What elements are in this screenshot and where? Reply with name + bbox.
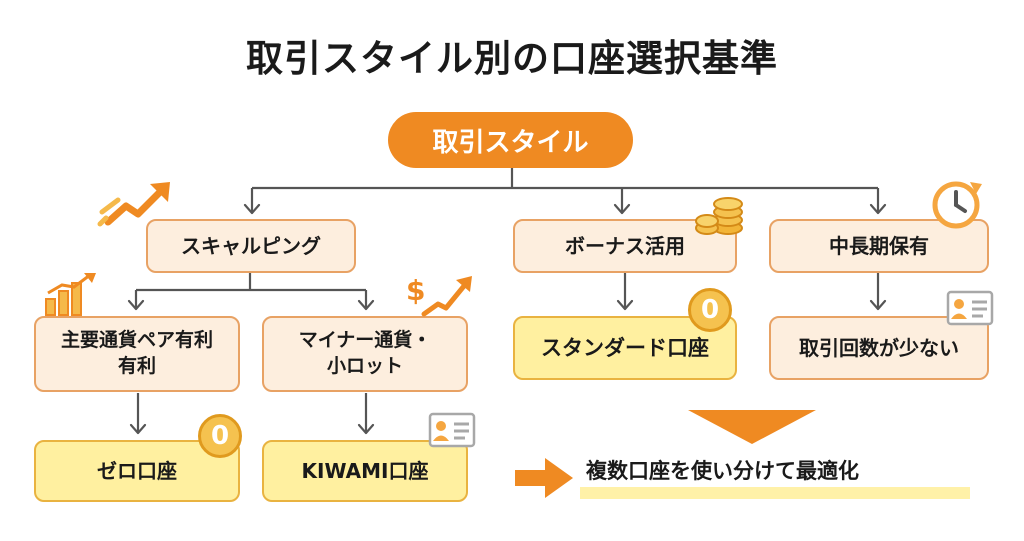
dollar-sign-glyph: $ [406, 274, 426, 307]
node-scalping: スキャルピング [146, 219, 356, 273]
down-triangle-icon [688, 410, 816, 444]
coin-icon: 0 [198, 414, 242, 458]
major-pairs-line2: 有利 [117, 355, 156, 377]
right-arrow-icon [515, 458, 573, 498]
node-few-trades: 取引回数が少ない [769, 316, 989, 380]
node-major-pairs: 主要通貨ペア有利 有利 [34, 316, 240, 392]
coin-icon: 0 [688, 288, 732, 332]
page-title: 取引スタイル別の口座選択基準 [246, 37, 778, 80]
clock-icon [932, 181, 982, 229]
dollar-arrow-icon: $ [404, 272, 474, 318]
bar-chart-icon [45, 273, 96, 316]
node-minor-pairs: マイナー通貨・ 小ロット [262, 316, 468, 392]
major-pairs-line1: 主要通貨ペア有利 [60, 329, 213, 352]
minor-pairs-line1: マイナー通貨・ [298, 329, 432, 352]
node-long-term: 中長期保有 [769, 219, 989, 273]
conclusion-highlight [580, 487, 970, 499]
id-card-icon [946, 290, 994, 326]
minor-pairs-line2: 小ロット [326, 355, 403, 377]
root-node: 取引スタイル [388, 112, 633, 168]
trend-arrow-icon [97, 182, 170, 227]
conclusion-text: 複数口座を使い分けて最適化 [586, 459, 859, 483]
id-card-icon [428, 412, 476, 448]
coins-icon [695, 197, 743, 235]
node-kiwami-account: KIWAMI口座 [262, 440, 468, 502]
